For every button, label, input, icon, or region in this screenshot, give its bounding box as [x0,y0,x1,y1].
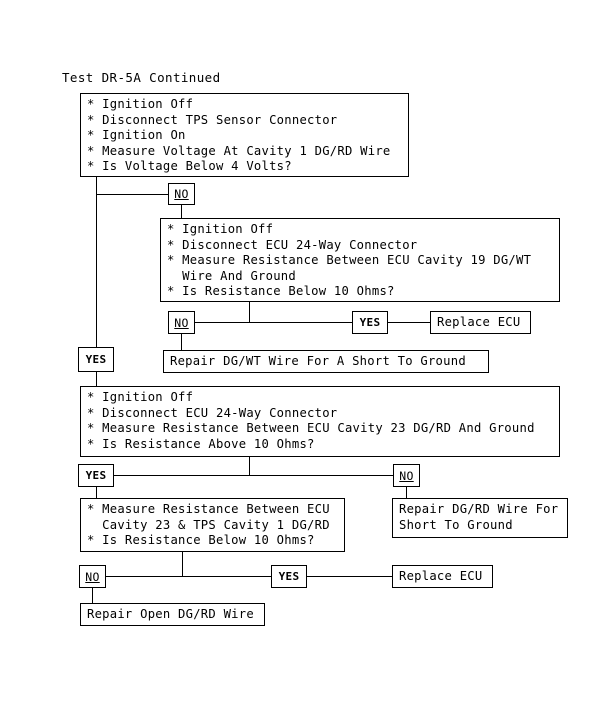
node-repair-open-dgrd: Repair Open DG/RD Wire [80,603,265,626]
connector-step4-bus [96,576,403,577]
edge-label-step2-no: NO [168,311,195,334]
node-replace-ecu-2: Replace ECU [392,565,493,588]
node-step1: * Ignition Off * Disconnect TPS Sensor C… [80,93,409,177]
connector-step3-no-down [406,487,407,498]
edge-label-step3-yes: YES [78,464,114,487]
edge-label-step1-yes: YES [78,347,114,372]
connector-step2-bus [181,322,431,323]
edge-label-step4-yes: YES [271,565,307,588]
edge-label-step2-yes: YES [352,311,388,334]
page-title: Test DR-5A Continued [62,70,221,85]
connector-step1-to-no [96,194,169,195]
node-repair-dgrd-short: Repair DG/RD Wire For Short To Ground [392,498,568,538]
connector-step3-stem [249,457,250,475]
edge-label-step1-no: NO [168,183,195,205]
connector-step4-no-down [92,588,93,603]
connector-step3-yes-down [96,487,97,498]
connector-step3-bus [96,475,406,476]
connector-step2-no-down [181,334,182,350]
connector-step4-stem2 [182,564,183,576]
node-step3: * Ignition Off * Disconnect ECU 24-Way C… [80,386,560,457]
node-replace-ecu-1: Replace ECU [430,311,531,334]
connector-step1-stem [96,177,97,194]
node-step2: * Ignition Off * Disconnect ECU 24-Way C… [160,218,560,302]
connector-step1-trunk [96,194,97,347]
node-step4: * Measure Resistance Between ECU Cavity … [80,498,345,552]
connector-step4-stem [182,552,183,564]
edge-label-step3-no: NO [393,464,420,487]
connector-yes-to-step3 [96,372,97,386]
node-repair-dgwt: Repair DG/WT Wire For A Short To Ground [163,350,489,373]
edge-label-step4-no: NO [79,565,106,588]
connector-step2-stem [249,302,250,322]
connector-no-to-step2 [181,205,182,218]
